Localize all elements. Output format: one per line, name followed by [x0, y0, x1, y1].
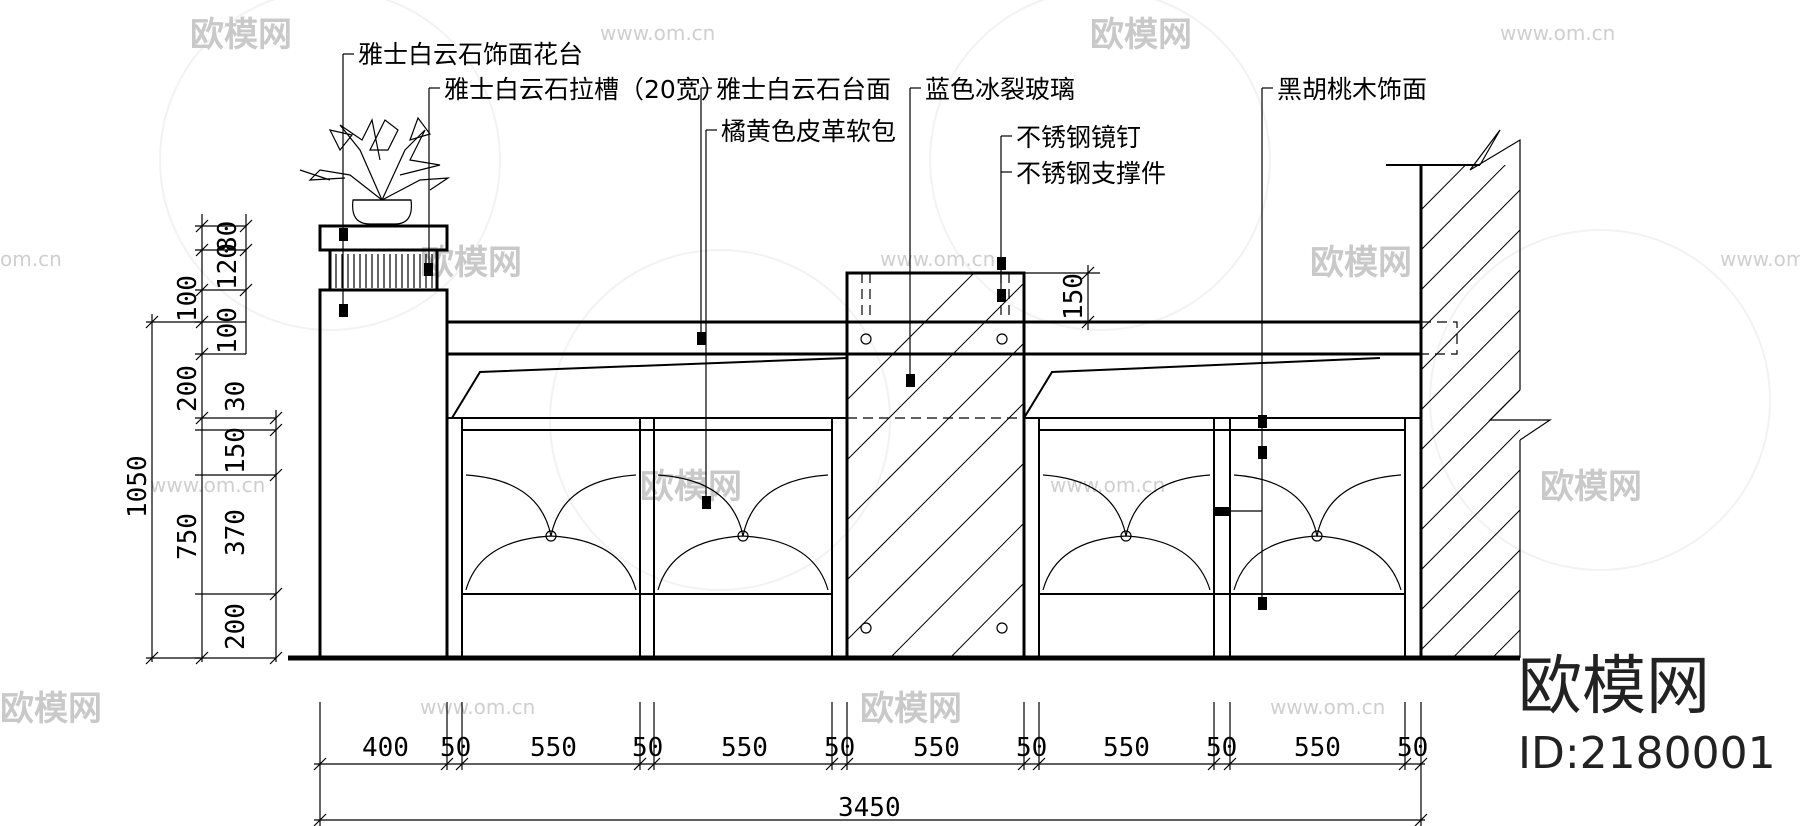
planter-column [299, 116, 451, 660]
watermark-brand: 欧模网 [1310, 243, 1412, 283]
leather-panel [657, 474, 829, 591]
label-leather-panel: 橘黄色皮革软包 [721, 117, 896, 146]
plant-icon [299, 116, 451, 225]
watermark-url: www.om.cn [1720, 247, 1800, 271]
label-mirror-nail: 不锈钢镜钉 [1016, 123, 1141, 152]
watermark-url: www.om.cn [420, 695, 535, 719]
mirror-nail-icon [996, 622, 1008, 634]
watermark-url: www.om.cn [1500, 21, 1615, 45]
watermark-url: www.om.cn [1270, 695, 1385, 719]
dim-v-200: 200 [173, 365, 203, 412]
horizontal-dimensions: 400 50 550 50 550 50 550 50 550 50 550 5… [313, 702, 1428, 826]
watermark-brand: 欧模网 [1090, 15, 1192, 55]
dim-h-total: 3450 [838, 793, 901, 823]
dim-h-50: 50 [1206, 733, 1237, 763]
dim-h-550: 550 [913, 733, 960, 763]
leather-panel [1233, 474, 1402, 591]
dim-h-50: 50 [440, 733, 471, 763]
glass-panel [845, 271, 1026, 660]
annotation-labels: 雅士白云石饰面花台 雅士白云石拉槽（20宽） 雅士白云石台面 橘黄色皮革软包 蓝… [358, 40, 1427, 188]
counter-body [445, 320, 1458, 658]
mirror-nail-icon [860, 333, 872, 345]
watermark-url: www.om.cn [1050, 473, 1165, 497]
dim-h-550: 550 [1103, 733, 1150, 763]
dim-v-150: 150 [221, 427, 251, 474]
watermark-brand: 欧模网 [860, 689, 962, 729]
watermark-brand: 欧模网 [0, 689, 102, 729]
mirror-nail-icon [996, 333, 1008, 345]
dim-v-glass-150: 150 [1059, 273, 1089, 320]
dim-h-50: 50 [824, 733, 855, 763]
mirror-nail-icon [860, 622, 872, 634]
wall-section [1386, 129, 1552, 658]
vertical-dimensions: 80 120 100 100 200 30 150 370 200 1050 7… [123, 214, 1100, 665]
dim-v-370: 370 [221, 509, 251, 556]
watermark-url: www.om.cn [880, 247, 995, 271]
dim-h-50: 50 [1016, 733, 1047, 763]
label-groove: 雅士白云石拉槽（20宽） [444, 75, 726, 104]
leather-panel [1042, 474, 1211, 591]
dim-h-550: 550 [1294, 733, 1341, 763]
dim-v-100a: 100 [173, 275, 203, 322]
label-blue-glass: 蓝色冰裂玻璃 [925, 75, 1075, 104]
watermark-brand: 欧模网 [640, 467, 742, 507]
dim-h-400: 400 [362, 733, 409, 763]
dim-v-200b: 200 [221, 603, 251, 650]
watermark-layer: 欧模网 www.om.cn 欧模网 www.om.cn om.cn 欧模网 ww… [0, 0, 1800, 729]
leather-panel [465, 474, 637, 591]
label-walnut: 黑胡桃木饰面 [1277, 75, 1427, 104]
dim-v-120: 120 [213, 243, 243, 290]
leader-lines [339, 53, 1273, 610]
dim-v-750: 750 [173, 513, 203, 560]
dim-v-1050: 1050 [123, 455, 153, 518]
watermark-brand: 欧模网 [1540, 467, 1642, 507]
dim-h-50: 50 [1397, 733, 1428, 763]
label-support: 不锈钢支撑件 [1016, 159, 1166, 188]
dim-v-100b: 100 [213, 307, 243, 354]
dim-h-550: 550 [530, 733, 577, 763]
brand-logo: 欧模网 [1518, 650, 1710, 724]
watermark-url: www.om.cn [150, 473, 265, 497]
dim-h-50: 50 [632, 733, 663, 763]
watermark-url: om.cn [0, 247, 62, 271]
dim-v-80: 80 [213, 221, 243, 252]
model-id: ID:2180001 [1518, 728, 1776, 779]
dim-h-550: 550 [721, 733, 768, 763]
label-countertop: 雅士白云石台面 [716, 75, 891, 104]
label-planter-facing: 雅士白云石饰面花台 [358, 40, 583, 69]
brand-mark: 欧模网 ID:2180001 [1518, 650, 1776, 779]
dim-v-30: 30 [221, 381, 251, 412]
watermark-brand: 欧模网 [190, 15, 292, 55]
watermark-url: www.om.cn [600, 21, 715, 45]
